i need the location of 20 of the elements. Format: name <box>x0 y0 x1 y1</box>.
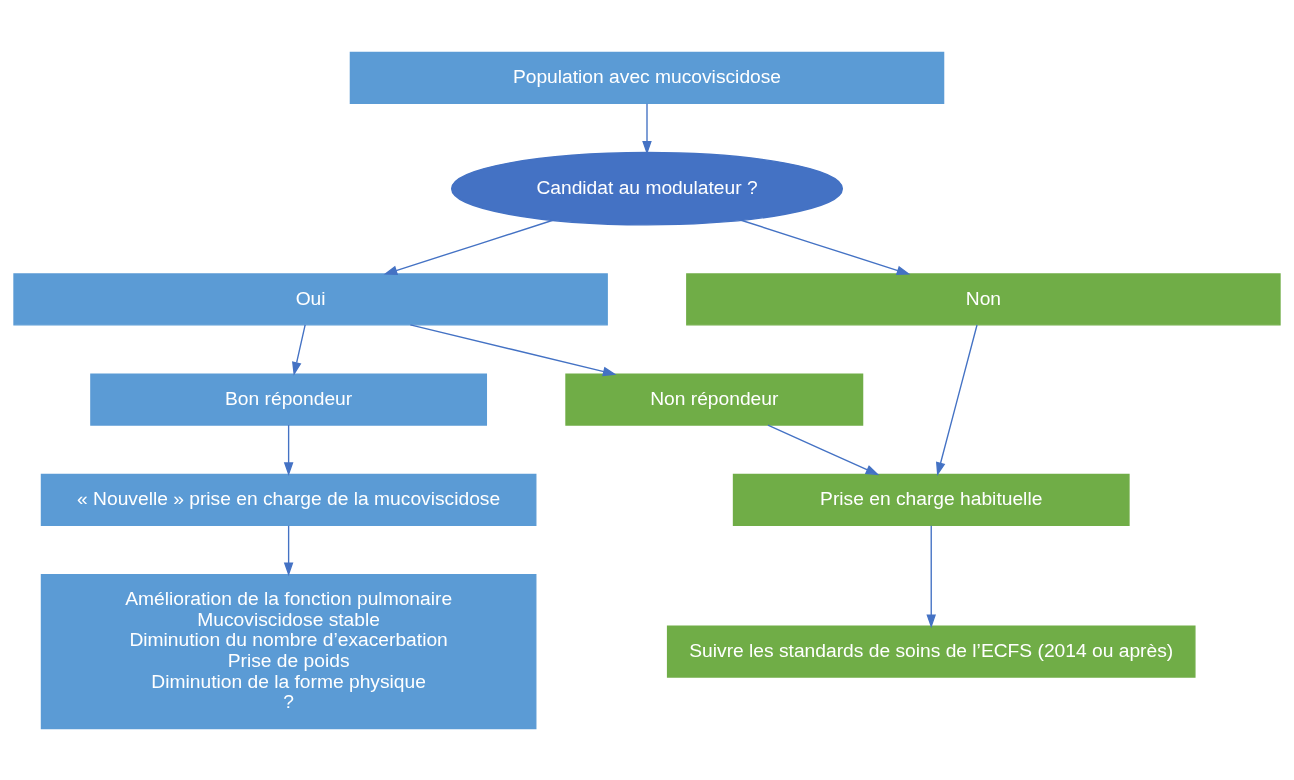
node-box: « Nouvelle » prise en charge de la mucoviscidose <box>40 473 537 526</box>
arrow <box>642 102 652 155</box>
node-box: Non répondeur <box>565 373 864 426</box>
node-ellipse: Candidat au modulateur ? <box>450 151 844 225</box>
arrow <box>283 423 294 476</box>
node-box: Oui <box>13 272 608 325</box>
arrow <box>409 323 617 376</box>
node-box: Bon répondeur <box>90 373 488 426</box>
node-box: Prise en charge habituelle <box>732 473 1130 526</box>
arrow <box>767 423 880 475</box>
arrow <box>926 524 937 628</box>
node-box: Population avec mucoviscidose <box>349 51 945 104</box>
node-box: Non <box>686 272 1281 325</box>
arrow <box>383 219 554 275</box>
arrow <box>936 323 978 476</box>
arrow <box>292 323 306 376</box>
arrow <box>740 219 911 275</box>
node-box: Suivre les standards de soins de l’ECFS (2014 ou après) <box>666 625 1196 678</box>
arrow <box>283 524 294 576</box>
node-box: Amélioration de la fonction pulmonaire Mucoviscidose stable Diminution du nombre d’exacerbation Prise de poids Diminution de la forme physique ? <box>40 573 537 729</box>
